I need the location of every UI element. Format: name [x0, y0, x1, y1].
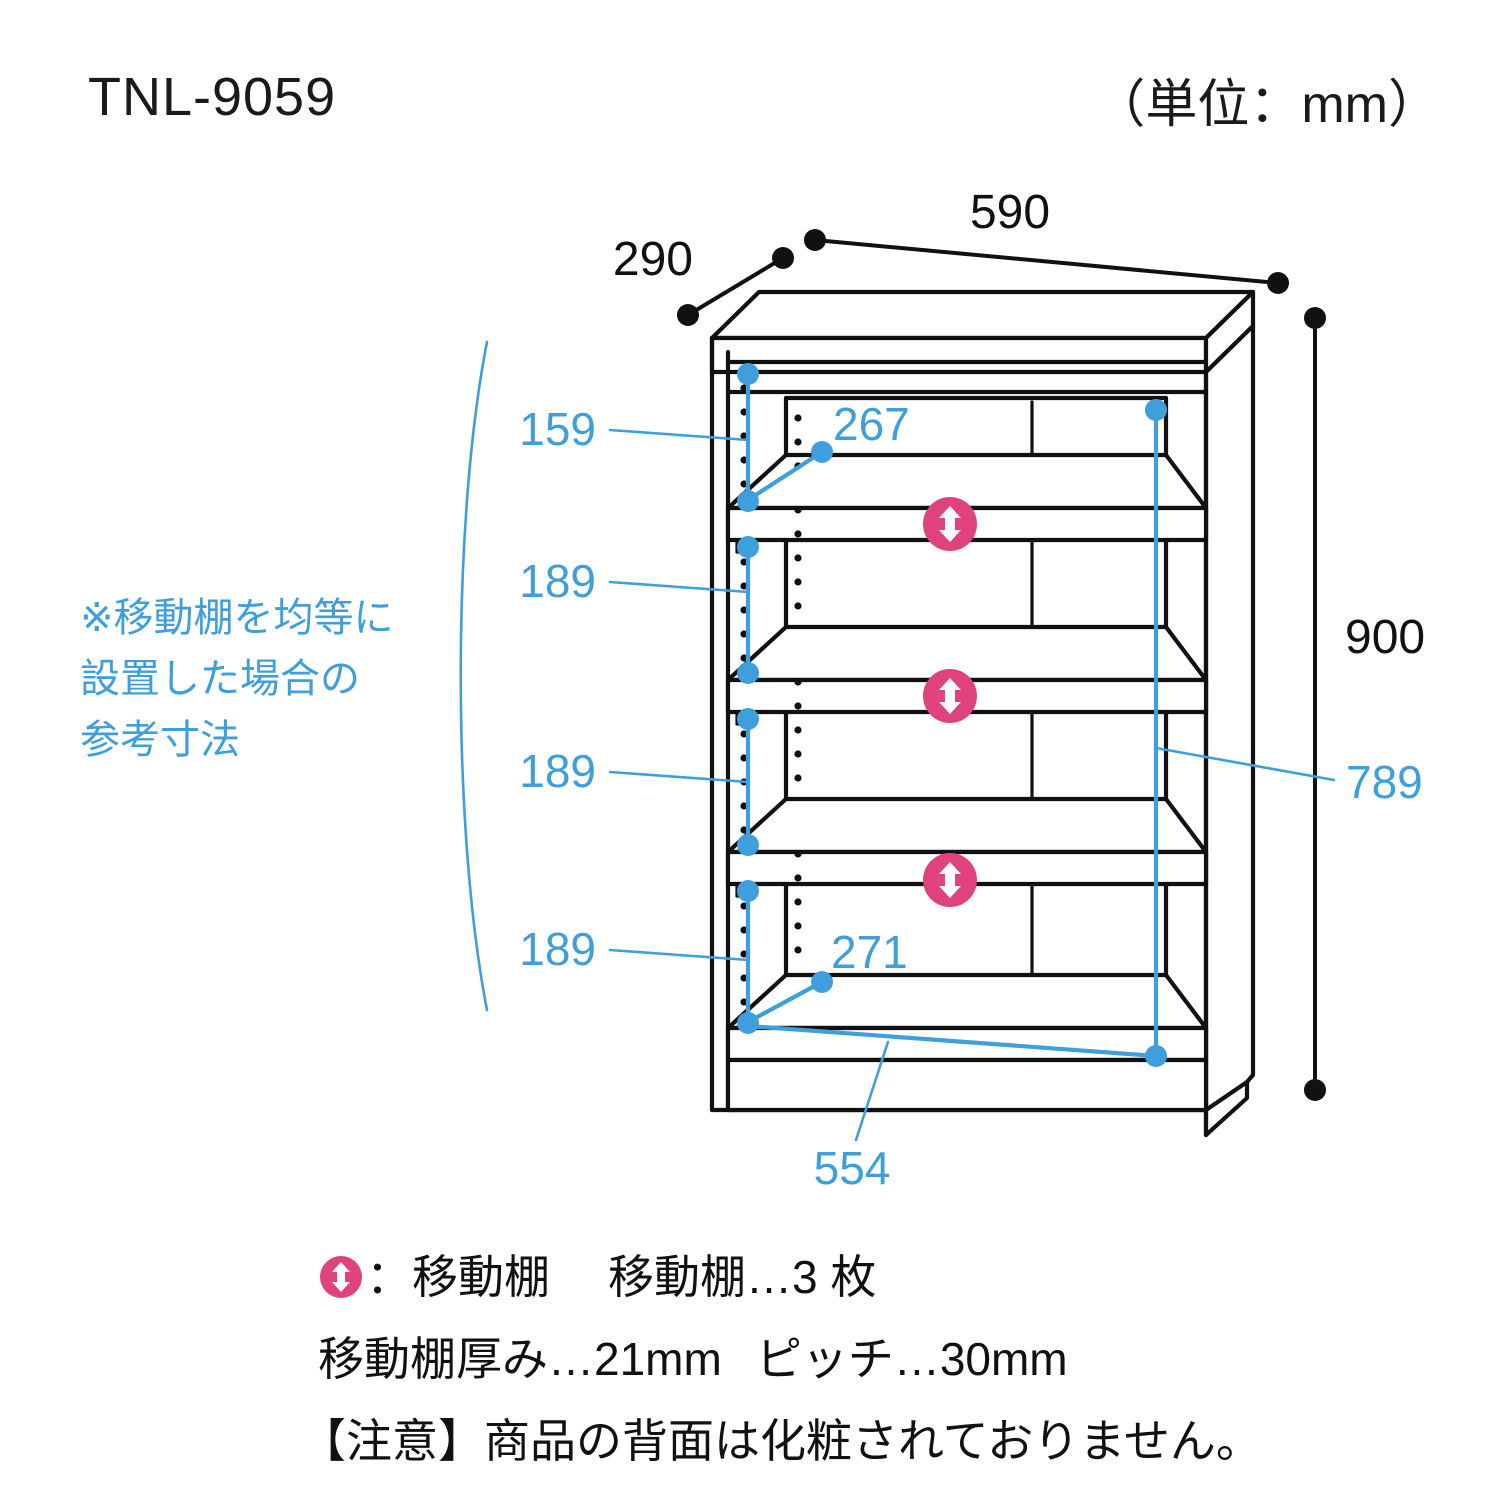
legend-block: ：移動棚 移動棚…3 枚 移動棚厚み…21mm ピッチ…30mm 【注意】商品の背面… — [0, 1236, 1500, 1482]
movable-shelf-marker-1 — [923, 497, 977, 551]
height-dim-dot-bottom — [1304, 1079, 1326, 1101]
page-title: TNL-9059 — [88, 67, 337, 127]
gap-4-label: 189 — [519, 923, 596, 975]
shelf-depth-bottom-label: 271 — [831, 926, 908, 978]
caution-text: 【注意】商品の背面は化粧されておりません。 — [300, 1415, 1262, 1467]
bottom-right-iso-edge — [1203, 1079, 1250, 1113]
depth-dim-dot-upper — [772, 247, 794, 269]
reference-brace — [459, 340, 489, 1012]
shelf-reference-note: ※移動棚を均等に 設置した場合の 参考寸法 — [80, 596, 394, 762]
gap-4-dot-top — [737, 880, 759, 902]
top-board-front-edge — [709, 335, 1209, 375]
height-dimension-label: 900 — [1345, 611, 1425, 664]
outer-dimensions: 590 290 900 — [613, 186, 1425, 1101]
legend-line-caution: 【注意】商品の背面は化粧されておりません。 — [0, 1400, 1500, 1482]
inner-height-dot-top — [1145, 399, 1167, 421]
unit-note: （単位：mm） — [1093, 76, 1440, 134]
gap-4-leader — [608, 948, 750, 962]
gap-3-leader — [608, 770, 750, 784]
legend-pitch: ピッチ…30mm — [755, 1333, 1068, 1385]
depth-dim-dot-lower — [677, 304, 699, 326]
movable-shelf-marker-3 — [923, 853, 977, 907]
shelf-depth-bottom-line — [745, 979, 825, 1025]
toe-kick-panel — [725, 1057, 1209, 1113]
width-dim-dot-right — [1267, 272, 1289, 294]
top-board-surface — [709, 289, 1256, 341]
inner-width-leader — [854, 1040, 890, 1142]
right-side-panel — [1203, 323, 1256, 1138]
shelf-2-top-surface — [725, 624, 1209, 683]
width-dimension-label: 590 — [970, 186, 1050, 239]
gap-2-dot-bottom — [737, 662, 759, 684]
gap-3-dot-top — [737, 708, 759, 730]
movable-shelf-marker-2 — [923, 669, 977, 723]
gap-1-label: 159 — [519, 403, 596, 455]
gap-2-label: 189 — [519, 555, 596, 607]
height-dim-dot-top — [1304, 307, 1326, 329]
depth-dimension-label: 290 — [613, 233, 693, 286]
shelf-depth-bottom-dot — [811, 971, 833, 993]
gap-3-dot-bottom — [737, 834, 759, 856]
gap-2-leader — [608, 580, 750, 594]
depth-dimension-line — [686, 256, 785, 317]
legend-shelf-thickness: 移動棚厚み…21mm — [318, 1333, 722, 1385]
movable-shelf-icon — [320, 1256, 362, 1298]
shelf-depth-top-dot — [811, 441, 833, 463]
cabinet-body — [709, 289, 1256, 1138]
legend-icon-label: ：移動棚 — [366, 1251, 550, 1303]
inner-height-leader — [1154, 746, 1336, 782]
inner-width-line — [745, 1023, 1159, 1059]
bottom-board-top-surface — [725, 972, 1209, 1031]
width-dim-dot-left — [804, 229, 826, 251]
legend-line-thickness-pitch: 移動棚厚み…21mm ピッチ…30mm — [0, 1318, 1500, 1400]
shelf-depth-top-line — [745, 449, 825, 503]
gap-2-dot-top — [737, 536, 759, 558]
shelf-3-top-surface — [725, 796, 1209, 855]
movable-shelf-markers — [923, 497, 977, 907]
legend-shelf-count: 移動棚…3 枚 — [608, 1251, 877, 1303]
peg-holes-front-left — [740, 384, 748, 1006]
inner-width-label: 554 — [814, 1142, 891, 1194]
peg-holes-back-left — [794, 414, 802, 954]
inner-height-label: 789 — [1346, 756, 1423, 808]
shelf-depth-top-label: 267 — [833, 398, 910, 450]
gap-1-dot-top — [737, 363, 759, 385]
gap-3-label: 189 — [519, 745, 596, 797]
blue-reference-dimensions: 159 189 189 189 267 271 554 789 — [459, 340, 1423, 1194]
gap-1-leader — [608, 428, 750, 442]
legend-line-movable-shelf: ：移動棚 移動棚…3 枚 — [0, 1236, 1500, 1318]
width-dimension-line — [814, 238, 1279, 285]
